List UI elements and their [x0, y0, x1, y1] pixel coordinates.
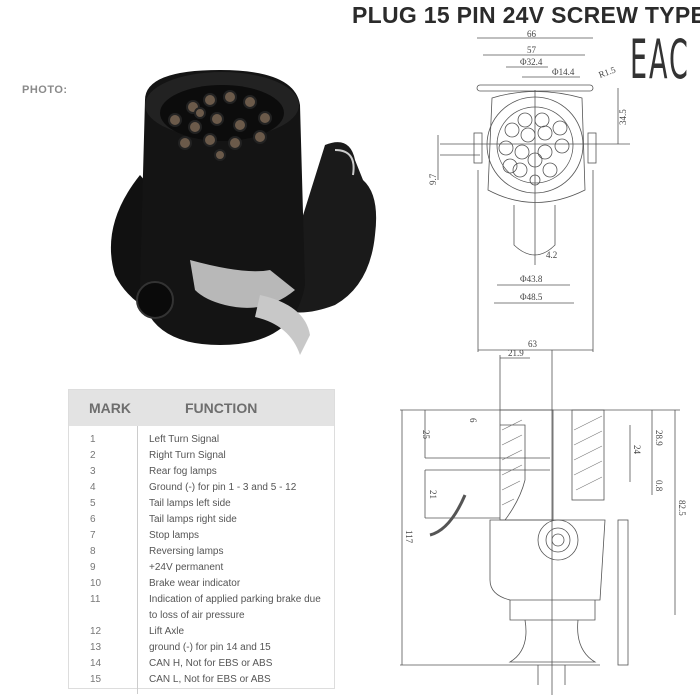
- table-row: 15 CAN L, Not for EBS or ABS: [69, 672, 334, 688]
- dim-57: 57: [527, 45, 537, 55]
- dim-82-5: 82.5: [677, 500, 687, 516]
- pin-mark: 5: [90, 498, 96, 509]
- pin-mark: 11: [90, 594, 101, 605]
- pin-function: CAN L, Not for EBS or ABS: [149, 674, 271, 685]
- dim-r1-5: R1.5: [597, 64, 617, 79]
- dim-63: 63: [528, 339, 538, 349]
- pin-function: Tail lamps left side: [149, 498, 231, 509]
- table-row: 3 Rear fog lamps: [69, 464, 334, 480]
- side-section-drawing: 21.9 6 25 21 117 28.9 24 0.8 82.5: [400, 350, 687, 695]
- table-row: 1 Left Turn Signal: [69, 432, 334, 448]
- dim-d43-8: Φ43.8: [520, 274, 543, 284]
- pin-function: Lift Axle: [149, 626, 185, 637]
- pin-mark: 2: [90, 450, 96, 461]
- dim-21-9: 21.9: [508, 350, 524, 358]
- table-row: 11 Indication of applied parking brake du…: [69, 592, 334, 624]
- header-mark: MARK: [89, 400, 131, 416]
- dim-d14-4: Φ14.4: [552, 67, 575, 77]
- column-divider: [137, 426, 138, 694]
- table-row: 13 ground (-) for pin 14 and 15: [69, 640, 334, 656]
- eac-certification-mark: EAC: [630, 28, 690, 91]
- dim-6: 6: [468, 418, 478, 423]
- pin-function: CAN H, Not for EBS or ABS: [149, 658, 273, 669]
- table-row: 5 Tail lamps left side: [69, 496, 334, 512]
- pin-function: ground (-) for pin 14 and 15: [149, 642, 271, 653]
- pin-function: Rear fog lamps: [149, 466, 217, 477]
- page-title: PLUG 15 PIN 24V SCREW TYPE: [352, 2, 700, 28]
- front-view-drawing: 66 57 Φ32.4 Φ14.4 R1.5 34.5 9.7 4.2 Φ43.…: [428, 30, 630, 352]
- table-body: 1 Left Turn Signal 2 Right Turn Signal 3 Rear…: [69, 426, 334, 694]
- pin-mark: 15: [90, 674, 102, 685]
- table-row: 7 Stop lamps: [69, 528, 334, 544]
- dim-d48-5: Φ48.5: [520, 292, 543, 302]
- pin-function: Brake wear indicator: [149, 578, 241, 589]
- table-row: 9 +24V permanent: [69, 560, 334, 576]
- table-row: 14 CAN H, Not for EBS or ABS: [69, 656, 334, 672]
- pin-mark: 4: [90, 482, 96, 493]
- photo-label: PHOTO:: [22, 84, 68, 96]
- table-row: 10 Brake wear indicator: [69, 576, 334, 592]
- pin-mark: 13: [90, 642, 102, 653]
- pin-mark: 8: [90, 546, 96, 557]
- table-row: 6 Tail lamps right side: [69, 512, 334, 528]
- dim-d32-4: Φ32.4: [520, 57, 543, 67]
- pin-function: Right Turn Signal: [149, 450, 226, 461]
- table-row: 4 Ground (-) for pin 1 - 3 and 5 - 12: [69, 480, 334, 496]
- pin-function: Stop lamps: [149, 530, 200, 541]
- dim-66: 66: [527, 30, 537, 39]
- dim-24: 24: [632, 445, 642, 455]
- pin-function: Indication of applied parking brake due …: [149, 594, 321, 621]
- product-photo: [110, 70, 377, 355]
- pin-function: Tail lamps right side: [149, 514, 237, 525]
- dim-28-9: 28.9: [654, 430, 664, 446]
- dim-117: 117: [404, 530, 414, 544]
- dim-4-2: 4.2: [546, 250, 557, 260]
- pin-mark: 3: [90, 466, 96, 477]
- dim-34-5: 34.5: [618, 109, 628, 125]
- pin-function: Reversing lamps: [149, 546, 224, 557]
- pin-mark: 14: [90, 658, 102, 669]
- table-row: 8 Reversing lamps: [69, 544, 334, 560]
- pin-function-table: MARK FUNCTION 1 Left Turn Signal 2 Right Tu…: [68, 389, 335, 694]
- dim-9-7: 9.7: [428, 173, 438, 185]
- pin-mark: 7: [90, 530, 96, 541]
- pin-function: Ground (-) for pin 1 - 3 and 5 - 12: [149, 482, 297, 493]
- pin-mark: 12: [90, 626, 102, 637]
- table-header: MARK FUNCTION: [69, 390, 334, 426]
- table-row: 12 Lift Axle: [69, 624, 334, 640]
- table-row: 2 Right Turn Signal: [69, 448, 334, 464]
- dim-21: 21: [428, 490, 438, 499]
- pin-function: +24V permanent: [149, 562, 224, 573]
- dim-0-8: 0.8: [654, 480, 664, 492]
- pin-mark: 9: [90, 562, 96, 573]
- pin-function: Left Turn Signal: [149, 434, 220, 445]
- header-function: FUNCTION: [185, 400, 258, 416]
- pin-mark: 1: [90, 434, 96, 445]
- dim-25: 25: [421, 430, 431, 440]
- pin-mark: 6: [90, 514, 96, 525]
- pin-mark: 10: [90, 578, 102, 589]
